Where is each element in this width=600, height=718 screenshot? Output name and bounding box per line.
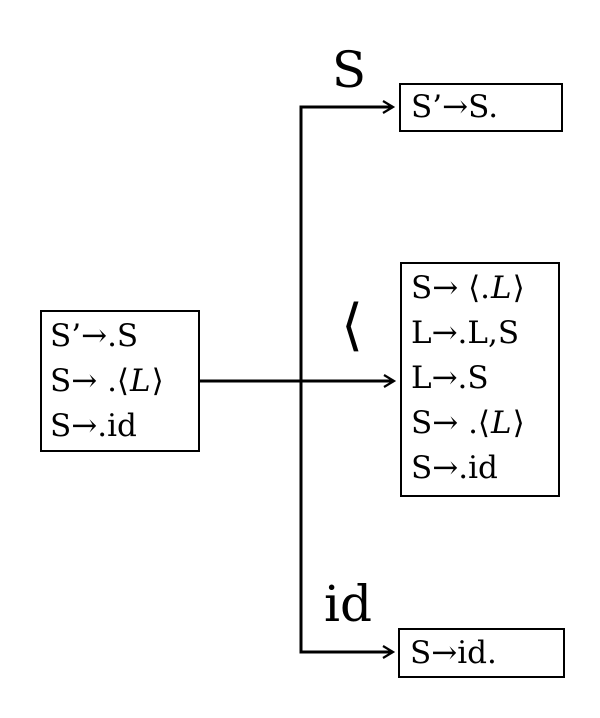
item-line: S→ .⟨L⟩	[50, 363, 164, 399]
item-line: L→.S	[411, 360, 489, 396]
item-line: S→.id	[411, 450, 498, 486]
item-line: S’→S.	[411, 89, 499, 125]
item-line: S’→.S	[50, 318, 139, 354]
edge-label-id: id	[324, 575, 372, 633]
state-box-after-angle-bracket: S→ ⟨.L⟩ L→.L,S L→.S S→ .⟨L⟩ S→.id	[400, 262, 560, 497]
state-box-after-s: S’→S.	[399, 83, 563, 132]
item-line: S→id.	[410, 634, 497, 671]
state-box-after-id: S→id.	[398, 628, 565, 678]
item-line: S→ ⟨.L⟩	[411, 270, 525, 306]
edge-label-s: S	[331, 41, 367, 99]
item-line: L→.L,S	[411, 315, 520, 351]
item-line: S→ .⟨L⟩	[411, 405, 525, 441]
edge-label-angle-bracket: ⟨	[341, 293, 363, 358]
state-box-start: S’→.S S→ .⟨L⟩ S→.id	[40, 310, 200, 452]
item-line: S→.id	[50, 408, 137, 444]
